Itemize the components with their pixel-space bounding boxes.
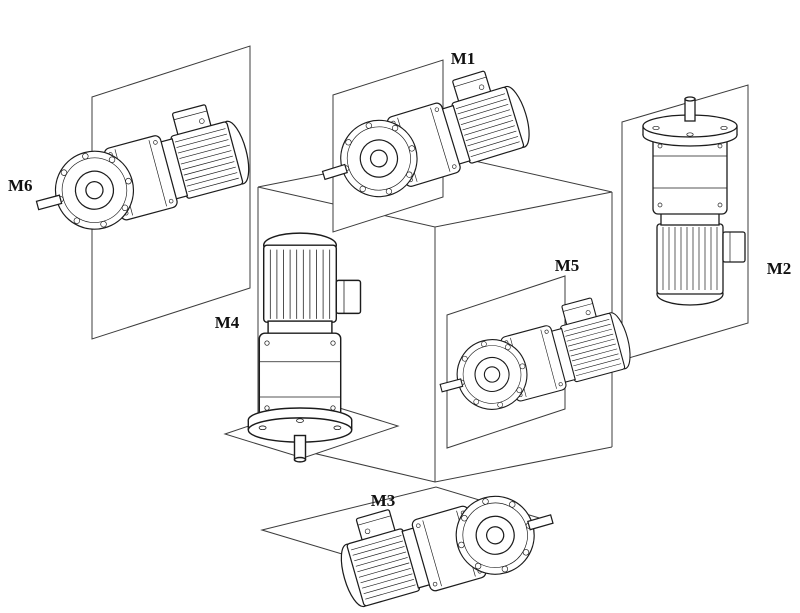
label-m4: M4 [215, 313, 240, 332]
gearmotor-m3 [328, 466, 564, 613]
label-m6: M6 [8, 176, 33, 195]
gearmotor-m4 [247, 232, 362, 463]
label-m3: M3 [371, 491, 396, 510]
label-m2: M2 [767, 259, 792, 278]
label-m5: M5 [555, 256, 580, 275]
label-m1: M1 [451, 49, 476, 68]
